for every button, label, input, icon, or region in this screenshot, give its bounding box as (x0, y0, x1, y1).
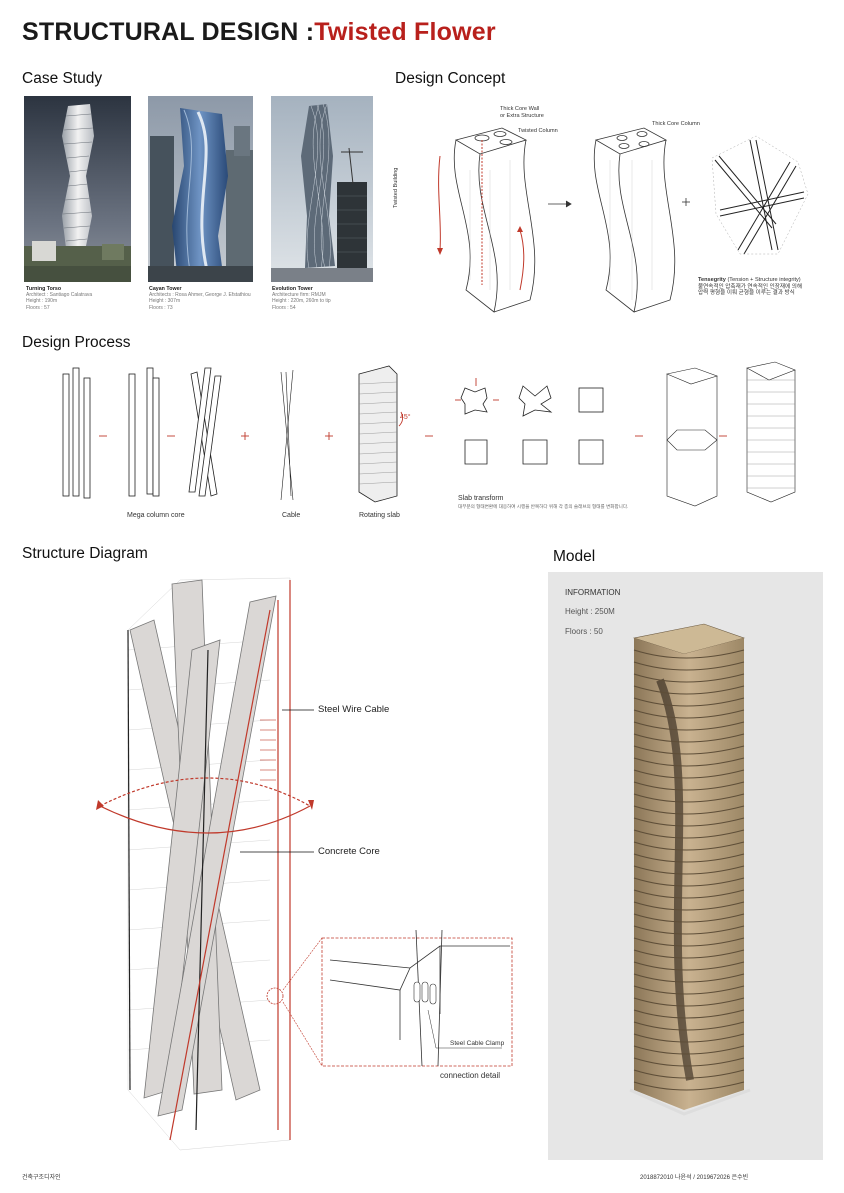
label-angle: 45° (400, 414, 411, 421)
model-floors: Floors : 50 (565, 627, 603, 636)
label-rotating-slab: Rotating slab (359, 512, 400, 519)
label-twisted-building: Twisted Building (393, 167, 399, 208)
section-design-concept: Design Concept (395, 70, 506, 87)
section-model: Model (553, 548, 596, 565)
label-steel-cable-clamp: Steel Cable Clamp (450, 1040, 505, 1047)
photo-turning-torso (24, 96, 131, 282)
slab-transform-description: 대부분의 형태변환에 대응하여 시행을 반복하다 위해 각 층의 슬래브의 형태… (458, 504, 629, 509)
page-title: STRUCTURAL DESIGN :Twisted Flower (22, 18, 496, 46)
label-steel-wire-cable: Steel Wire Cable (318, 704, 390, 715)
design-process-drawing (62, 361, 796, 507)
structure-diagram-drawing (96, 577, 513, 1151)
label-cable: Cable (282, 512, 301, 519)
section-structure-diagram: Structure Diagram (22, 545, 148, 562)
footer-right: 2018872010 나윤석 / 2019672026 은수빈 (640, 1175, 749, 1181)
model-height: Height : 250M (565, 607, 615, 616)
evolution-tower-image (271, 96, 373, 282)
label-connection-detail: connection detail (440, 1071, 501, 1080)
label-slab-transform: Slab transform (458, 495, 504, 502)
section-case-study: Case Study (22, 70, 103, 87)
label-twisted-column: Twisted Column (518, 128, 558, 134)
turning-torso-image (24, 96, 131, 282)
model-photo (629, 623, 751, 1116)
model-info-title: INFORMATION (565, 588, 621, 597)
title-accent: Twisted Flower (314, 18, 496, 46)
footer-left: 건축구조디자인 (22, 1175, 61, 1181)
photo-evolution-tower (271, 96, 373, 282)
label-thick-core-column: Thick Core Column (652, 121, 700, 127)
photo-cayan-tower (148, 96, 253, 282)
label-mega-column-core: Mega column core (127, 512, 185, 519)
cayan-tower-image (148, 96, 253, 282)
design-concept-drawing (437, 127, 809, 313)
section-design-process: Design Process (22, 334, 131, 351)
tensegrity-caption: Tensegrity (Tension + Structure integrit… (698, 277, 802, 297)
label-concrete-core: Concrete Core (318, 846, 380, 857)
